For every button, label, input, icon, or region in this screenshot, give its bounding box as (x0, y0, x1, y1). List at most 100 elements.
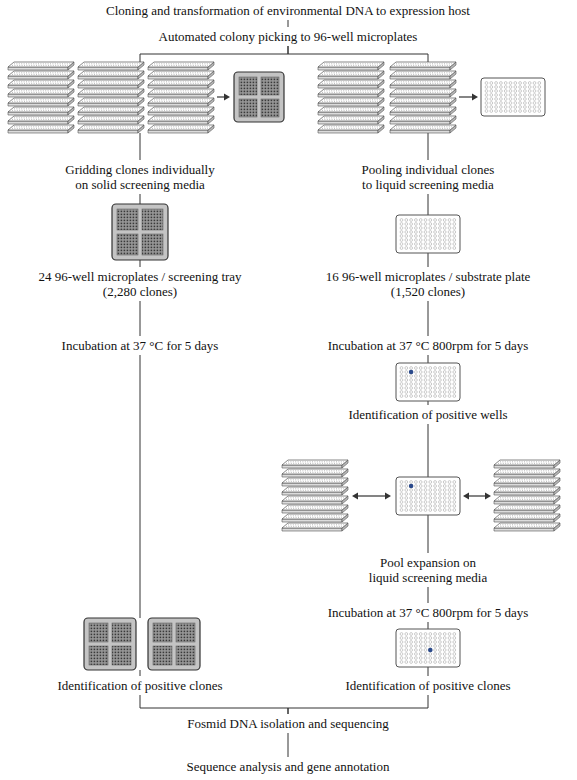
plate-well (504, 102, 507, 105)
plate-well (509, 82, 512, 85)
plate-top (318, 125, 384, 130)
plate-well (495, 106, 498, 109)
step-text: (2,280 clones) (102, 284, 178, 299)
stack-backing (8, 62, 74, 133)
step-text: Sequence analysis and gene annotation (186, 759, 390, 774)
plate-well (453, 489, 456, 492)
well-row (12, 65, 68, 66)
plate-top (78, 107, 144, 112)
stack-backing (390, 62, 456, 133)
plate-well (538, 106, 541, 109)
plate-well (410, 231, 413, 234)
plate-side (78, 130, 138, 133)
plate-well (410, 391, 413, 394)
arrow-shaft (217, 96, 225, 97)
plate-well (439, 239, 442, 242)
well-row (286, 526, 342, 527)
step-label: 24 96-well microplates / screening tray(… (35, 267, 246, 301)
plate-well (429, 493, 432, 496)
plate-well (500, 94, 503, 97)
plate-well (485, 86, 488, 89)
plate-well (429, 371, 432, 374)
well-row (84, 81, 140, 82)
plate-side (282, 501, 342, 504)
plate-top (390, 98, 456, 103)
well-row (12, 119, 68, 120)
plate-well (415, 501, 418, 504)
plate-well (424, 395, 427, 398)
well-row (82, 83, 138, 84)
plate-well (419, 485, 422, 488)
plate-well (434, 383, 437, 386)
plate-well (528, 98, 531, 101)
plate-stack (148, 62, 214, 133)
plate-well (528, 106, 531, 109)
plate-well (514, 82, 517, 85)
plate-well (448, 505, 451, 508)
plate-well (400, 489, 403, 492)
plate-well (434, 367, 437, 370)
well-row (288, 524, 344, 525)
plate-well (429, 645, 432, 648)
plate-well (434, 645, 437, 648)
well-row (322, 101, 378, 102)
plate-well (453, 649, 456, 652)
plate-well (429, 657, 432, 660)
step-label: Identification of positive wells (345, 405, 512, 424)
plate-well (528, 102, 531, 105)
well-row (500, 488, 556, 489)
plate-side (494, 519, 554, 522)
well-row (498, 463, 554, 464)
plate-well (434, 641, 437, 644)
plate-well (410, 485, 413, 488)
plate-well (405, 501, 408, 504)
plate-well (439, 505, 442, 508)
plate-well (419, 395, 422, 398)
plate-well (400, 481, 403, 484)
well-row (14, 63, 70, 64)
plate-side (282, 519, 342, 522)
plate-side (494, 528, 554, 531)
plate-well (419, 637, 422, 640)
plate-well (405, 505, 408, 508)
plate-well (419, 375, 422, 378)
plate-well (509, 110, 512, 113)
plate-well (424, 367, 427, 370)
plate-well (490, 98, 493, 101)
plate-top (78, 80, 144, 85)
well-row (396, 99, 452, 100)
step-label: Identification of positive clones (54, 676, 226, 695)
plate-side (318, 67, 378, 70)
plate-well (453, 497, 456, 500)
plate-well (439, 485, 442, 488)
plate-well (448, 493, 451, 496)
well-row (286, 490, 342, 491)
plate-top (148, 116, 214, 121)
plate-well (439, 247, 442, 250)
plate-top (8, 62, 74, 67)
plate-well (448, 641, 451, 644)
plate-well (419, 243, 422, 246)
plate-side (318, 130, 378, 133)
step-text: Incubation at 37 °C 800rpm for 5 days (327, 605, 529, 620)
flow-line (428, 587, 429, 603)
step-label: Cloning and transformation of environmen… (103, 1, 474, 20)
plate-well (533, 94, 536, 97)
plate-side (390, 76, 450, 79)
step-text: Pool expansion on liquid screening media (369, 555, 488, 585)
plate-well (405, 227, 408, 230)
plate-well (434, 637, 437, 640)
plate-well (410, 395, 413, 398)
plate-well (405, 247, 408, 250)
plate-well (500, 102, 503, 105)
plate-well (514, 94, 517, 97)
plate-well (453, 383, 456, 386)
plate-well (424, 489, 427, 492)
plate-well (443, 367, 446, 370)
colony-grid (89, 623, 108, 642)
plate-well (410, 653, 413, 656)
plate-well (504, 98, 507, 101)
plate-well (524, 86, 527, 89)
plate-top (318, 89, 384, 94)
